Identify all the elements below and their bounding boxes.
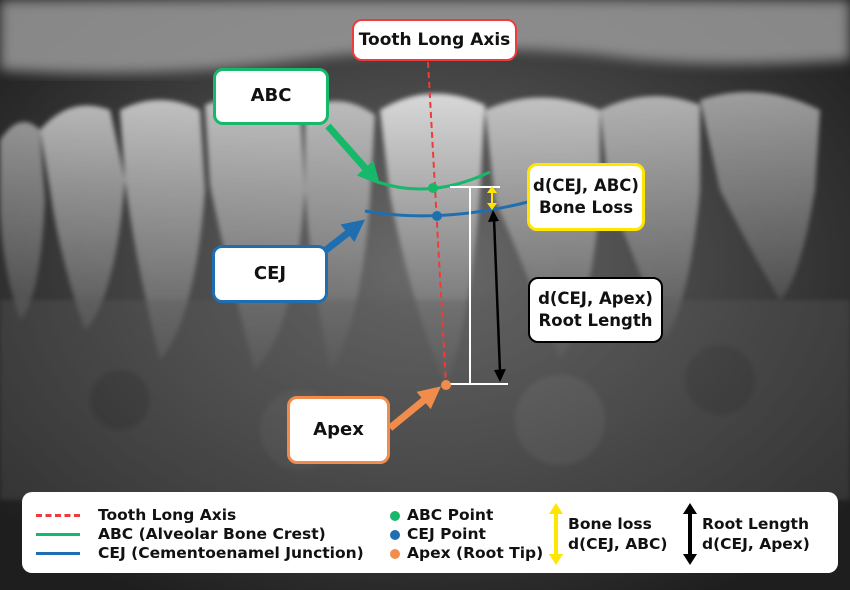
cej-line: [364, 200, 529, 218]
bone-loss-title: d(CEJ, ABC): [533, 175, 639, 195]
legend-axis-label: Tooth Long Axis: [98, 506, 237, 524]
legend-bone-loss-formula: d(CEJ, ABC): [568, 535, 668, 553]
cej-label: CEJ: [253, 262, 287, 284]
legend-apex-dot: [390, 548, 400, 559]
legend-bone-loss: Bone loss d(CEJ, ABC): [548, 502, 667, 566]
tooth-long-axis-line: [427, 61, 447, 386]
cej-point: [432, 211, 442, 221]
apex-label: Apex: [313, 418, 364, 440]
apex-pointer-arrow: [387, 386, 441, 431]
apex-callout: Apex: [287, 396, 390, 464]
legend-cej-point: CEJ Point: [390, 525, 486, 543]
root-length-title: d(CEJ, Apex): [538, 288, 653, 308]
legend-apex-point: Apex (Root Tip): [390, 544, 544, 562]
cej-pointer-arrow: [323, 219, 366, 253]
legend-root-length-formula: d(CEJ, Apex): [702, 535, 810, 553]
root-length-callout: d(CEJ, Apex) Root Length: [528, 277, 663, 343]
abc-pointer-arrow: [325, 123, 380, 185]
legend-abc-swatch: [36, 533, 80, 537]
tooth-long-axis-label: Tooth Long Axis: [358, 29, 511, 50]
tooth-long-axis-callout: Tooth Long Axis: [352, 19, 517, 61]
legend-bone-loss-label: Bone loss: [568, 514, 652, 533]
legend-cej-swatch: [36, 552, 80, 556]
legend-cej-line: CEJ (Cementoenamel Junction): [36, 544, 364, 562]
cej-callout: CEJ: [212, 245, 328, 303]
legend-abc-label: ABC (Alveolar Bone Crest): [98, 525, 326, 543]
root-length-sub: Root Length: [538, 311, 653, 330]
legend-abc-point: ABC Point: [390, 506, 494, 524]
legend-abc-point-label: ABC Point: [407, 506, 494, 524]
legend-cej-dot: [390, 529, 400, 540]
legend-root-length: Root Length d(CEJ, Apex): [682, 502, 810, 566]
legend: Tooth Long Axis ABC (Alveolar Bone Crest…: [22, 492, 838, 573]
legend-bone-loss-arrow-icon: [549, 503, 563, 565]
bone-loss-sub: Bone Loss: [538, 198, 634, 217]
legend-root-length-arrow-icon: [683, 503, 697, 565]
bone-loss-arrow: [487, 186, 497, 210]
abc-point: [428, 183, 438, 193]
legend-axis-swatch: [36, 514, 80, 518]
legend-abc-dot: [390, 510, 400, 521]
legend-axis: Tooth Long Axis: [36, 506, 237, 524]
root-length-arrow: [488, 210, 506, 382]
legend-cej-label: CEJ (Cementoenamel Junction): [98, 544, 364, 562]
abc-callout: ABC: [213, 68, 329, 125]
apex-point: [441, 380, 451, 390]
legend-root-length-label: Root Length: [702, 514, 810, 533]
legend-apex-point-label: Apex (Root Tip): [407, 544, 544, 562]
legend-cej-point-label: CEJ Point: [407, 525, 486, 543]
abc-label: ABC: [250, 85, 292, 107]
legend-abc-line: ABC (Alveolar Bone Crest): [36, 525, 326, 543]
bone-loss-callout: d(CEJ, ABC) Bone Loss: [527, 163, 645, 231]
